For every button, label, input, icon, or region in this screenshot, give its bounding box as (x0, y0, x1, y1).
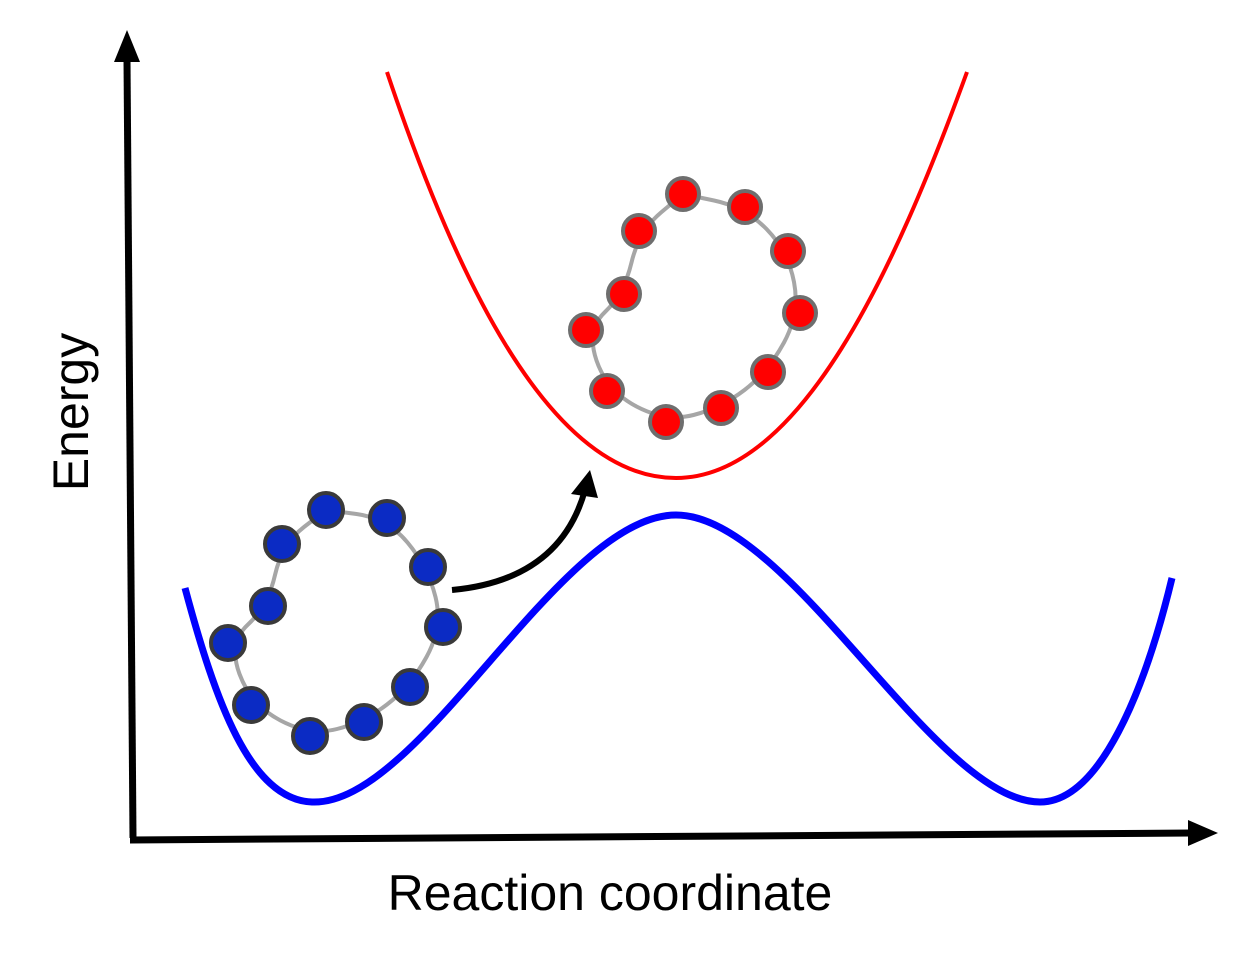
ground-state-curve (181, 511, 1176, 806)
ring-bead (249, 587, 287, 625)
ring-bead (307, 491, 345, 529)
ring-bead (727, 189, 763, 225)
ring-bead (232, 686, 270, 724)
ring-bead (665, 176, 701, 212)
ring-bead (568, 312, 604, 348)
ground-state-molecule-ring (209, 491, 462, 755)
ring-bead (703, 390, 739, 426)
ring-bead (770, 233, 806, 269)
ring-bead (424, 608, 462, 646)
ring-bead (409, 548, 447, 586)
ring-bead (263, 525, 301, 563)
ring-bead (368, 499, 406, 537)
x-axis-label: Reaction coordinate (388, 865, 833, 921)
ring-bead (345, 703, 383, 741)
excited-state-curve (385, 71, 969, 481)
transition-arrowhead-icon (571, 470, 598, 498)
ring-bead (291, 717, 329, 755)
y-axis-label: Energy (43, 333, 99, 491)
y-axis (123, 59, 137, 839)
ring-bead (606, 276, 642, 312)
ring-bead (391, 668, 429, 706)
excited-state-molecule-ring (568, 176, 818, 440)
ring-bead (782, 295, 818, 331)
ring-bead (750, 354, 786, 390)
x-axis (129, 829, 1193, 844)
y-axis-arrowhead (114, 30, 140, 62)
ring-bead (648, 404, 684, 440)
ring-bead (621, 213, 657, 249)
transition-arrow (451, 489, 588, 593)
ring-bead (209, 624, 247, 662)
x-axis-arrowhead (1188, 820, 1218, 846)
ring-bead (589, 373, 625, 409)
